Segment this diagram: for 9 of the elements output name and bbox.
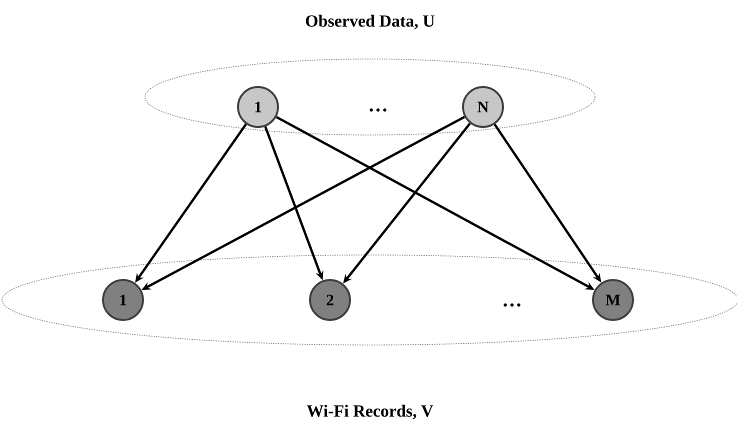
circle-node: 2 xyxy=(309,278,351,321)
node-label: Observed Data, U xyxy=(306,14,435,30)
ellipsis: … xyxy=(370,108,386,112)
circle-node: M xyxy=(592,278,634,321)
circle-node: 1 xyxy=(102,278,144,321)
ellipsis: … xyxy=(504,303,520,307)
circle-node: 1 xyxy=(237,86,279,128)
circle-node: N xyxy=(462,86,504,128)
node-label: Wi-Fi Records, V xyxy=(306,404,434,420)
